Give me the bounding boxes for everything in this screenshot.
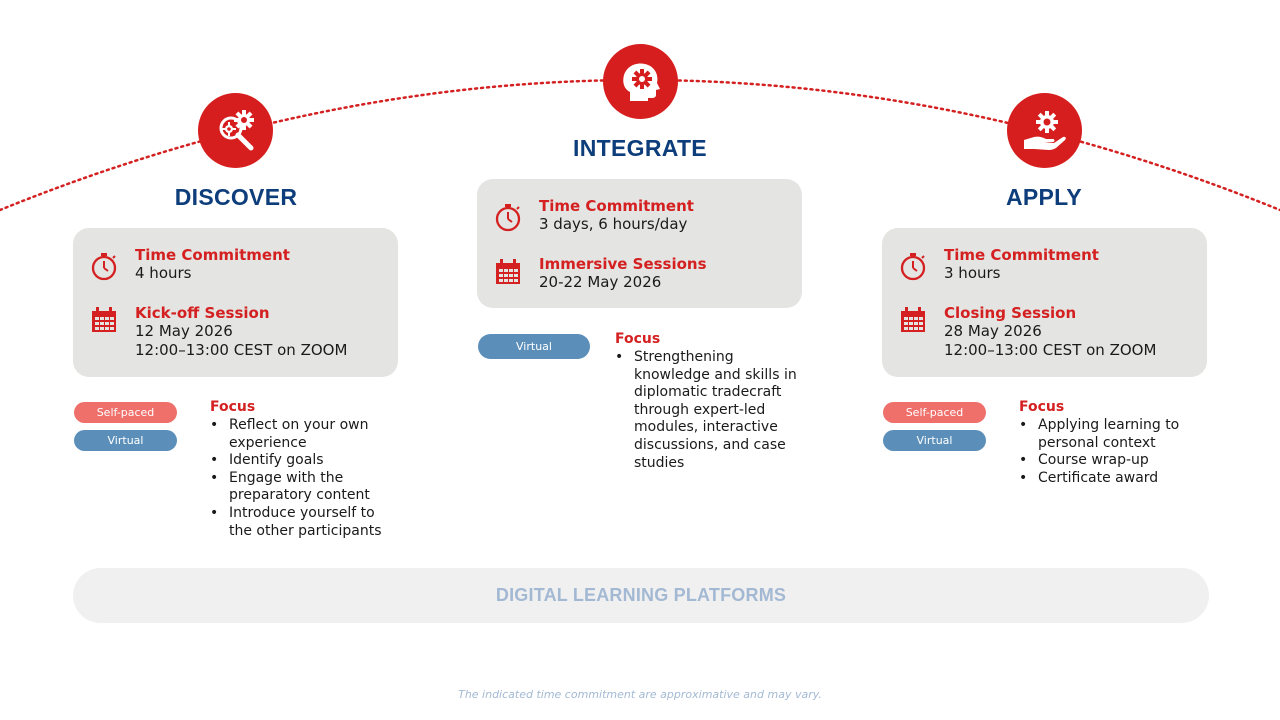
- phase-title-integrate: INTEGRATE: [573, 135, 707, 161]
- list-item: Applying learning to personal context: [1019, 417, 1204, 452]
- time-commitment-value: 4 hours: [135, 264, 192, 282]
- session-date: 20-22 May 2026: [539, 273, 662, 291]
- digital-learning-platforms-bar: DIGITAL LEARNING PLATFORMS: [73, 568, 1209, 623]
- list-item: Identify goals: [210, 452, 390, 470]
- stopwatch-icon: [495, 204, 521, 232]
- session-label: Kick-off Session: [135, 304, 270, 322]
- session-date: 12 May 2026: [135, 322, 233, 340]
- pill-self-paced: Self-paced: [883, 402, 986, 423]
- list-item: Strengthening knowledge and skills in di…: [615, 349, 800, 472]
- stopwatch-icon: [900, 253, 926, 281]
- time-commitment-label: Time Commitment: [539, 197, 694, 215]
- pill-virtual: Virtual: [478, 334, 590, 359]
- session-label: Immersive Sessions: [539, 255, 707, 273]
- calendar-icon: [901, 307, 925, 332]
- pill-virtual: Virtual: [883, 430, 986, 451]
- time-commitment-label: Time Commitment: [944, 246, 1099, 264]
- stopwatch-icon: [91, 253, 117, 281]
- time-commitment-value: 3 days, 6 hours/day: [539, 215, 688, 233]
- magnifier-gears-icon: [198, 93, 273, 168]
- calendar-icon: [92, 307, 116, 332]
- info-box-discover: Time Commitment 4 hours Kick-off Session…: [73, 228, 398, 377]
- focus-list-integrate: Strengthening knowledge and skills in di…: [615, 349, 800, 472]
- footnote: The indicated time commitment are approx…: [458, 688, 822, 701]
- list-item: Certificate award: [1019, 470, 1204, 488]
- list-item: Engage with the preparatory content: [210, 470, 390, 505]
- pill-self-paced: Self-paced: [74, 402, 177, 423]
- info-box-apply: Time Commitment 3 hours Closing Session …: [882, 228, 1207, 377]
- focus-title: Focus: [615, 331, 661, 347]
- calendar-icon: [496, 259, 520, 284]
- hand-gear-icon: [1007, 93, 1082, 168]
- session-label: Closing Session: [944, 304, 1077, 322]
- phase-title-discover: DISCOVER: [174, 184, 298, 210]
- phase-title-apply: APPLY: [1005, 184, 1083, 210]
- focus-list-apply: Applying learning to personal context Co…: [1019, 417, 1204, 487]
- list-item: Reflect on your own experience: [210, 417, 390, 452]
- head-gear-icon: [603, 44, 678, 119]
- session-date: 28 May 2026: [944, 322, 1042, 340]
- focus-title: Focus: [210, 399, 256, 415]
- time-commitment-value: 3 hours: [944, 264, 1001, 282]
- pill-virtual: Virtual: [74, 430, 177, 451]
- session-time: 12:00–13:00 CEST on ZOOM: [135, 341, 348, 359]
- focus-list-discover: Reflect on your own experience Identify …: [210, 417, 390, 540]
- info-box-integrate: Time Commitment 3 days, 6 hours/day Imme…: [477, 179, 802, 308]
- time-commitment-label: Time Commitment: [135, 246, 290, 264]
- list-item: Introduce yourself to the other particip…: [210, 505, 390, 540]
- session-time: 12:00–13:00 CEST on ZOOM: [944, 341, 1157, 359]
- focus-title: Focus: [1019, 399, 1065, 415]
- list-item: Course wrap-up: [1019, 452, 1204, 470]
- platforms-label: DIGITAL LEARNING PLATFORMS: [495, 585, 787, 605]
